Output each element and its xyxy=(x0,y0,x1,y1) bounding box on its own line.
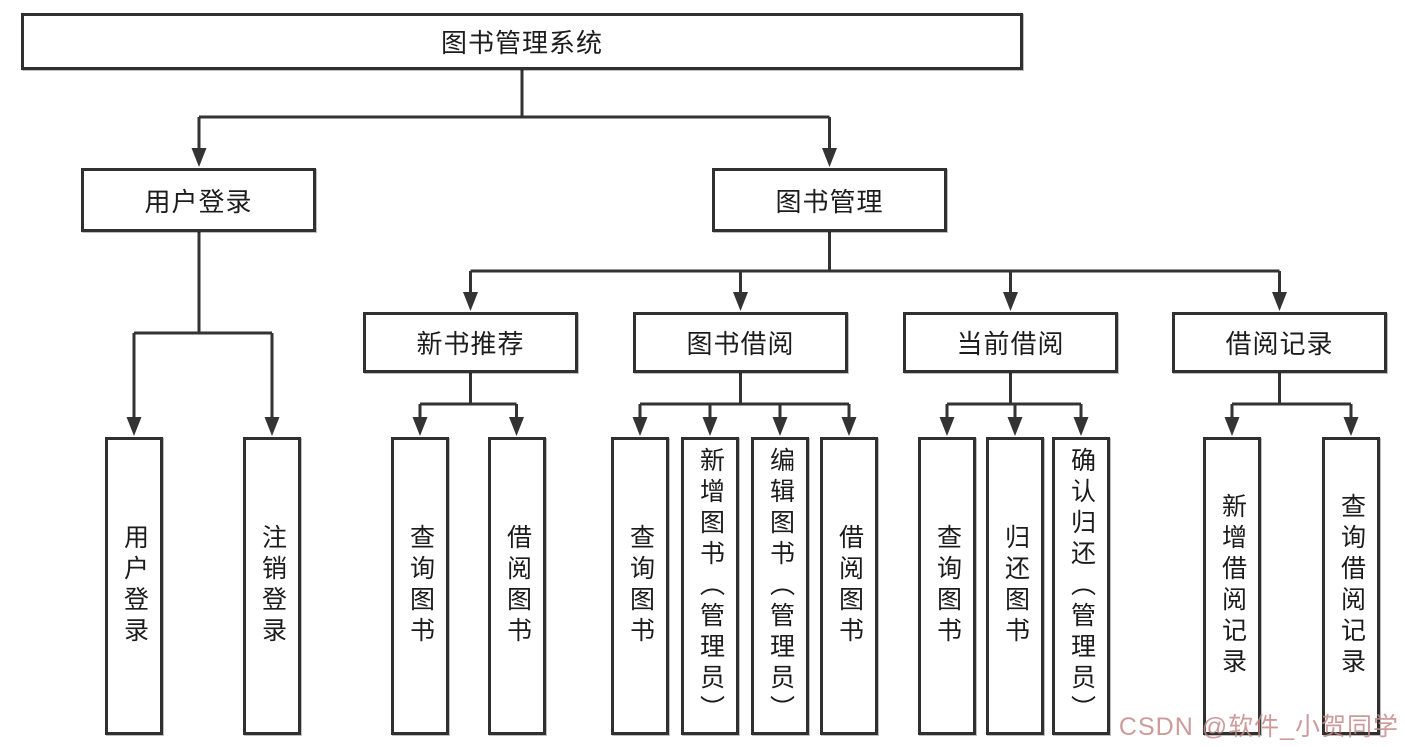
leaf-confirm-return-admin: 确认归还（管理员） xyxy=(1052,437,1110,735)
node-new-book-recommend: 新书推荐 xyxy=(363,312,578,373)
leaf-add-borrow-record: 新增借阅记录 xyxy=(1203,437,1261,735)
leaf-query-books-recommend: 查询图书 xyxy=(391,437,449,735)
csdn-watermark: CSDN @软件_小贺同学 xyxy=(1118,713,1399,741)
leaf-query-borrow-record: 查询借阅记录 xyxy=(1322,437,1380,735)
arrowheads xyxy=(126,148,1359,436)
leaf-edit-books-admin: 编辑图书（管理员） xyxy=(751,437,809,735)
node-book-borrowing: 图书借阅 xyxy=(633,312,848,373)
node-borrow-records: 借阅记录 xyxy=(1172,312,1387,373)
leaf-borrow-books-borrowing: 借阅图书 xyxy=(820,437,878,735)
node-current-borrowing: 当前借阅 xyxy=(903,312,1118,373)
leaf-add-books-admin: 新增图书（管理员） xyxy=(681,437,739,735)
node-user-login: 用户登录 xyxy=(81,168,316,232)
leaf-query-books-borrowing: 查询图书 xyxy=(611,437,669,735)
node-library-system: 图书管理系统 xyxy=(21,13,1023,70)
leaf-return-books: 归还图书 xyxy=(986,437,1044,735)
leaf-logout: 注销登录 xyxy=(243,437,301,735)
node-book-management: 图书管理 xyxy=(712,168,947,232)
leaf-query-books-current: 查询图书 xyxy=(918,437,976,735)
leaf-user-login: 用户登录 xyxy=(105,437,163,735)
leaf-borrow-books-recommend: 借阅图书 xyxy=(488,437,546,735)
